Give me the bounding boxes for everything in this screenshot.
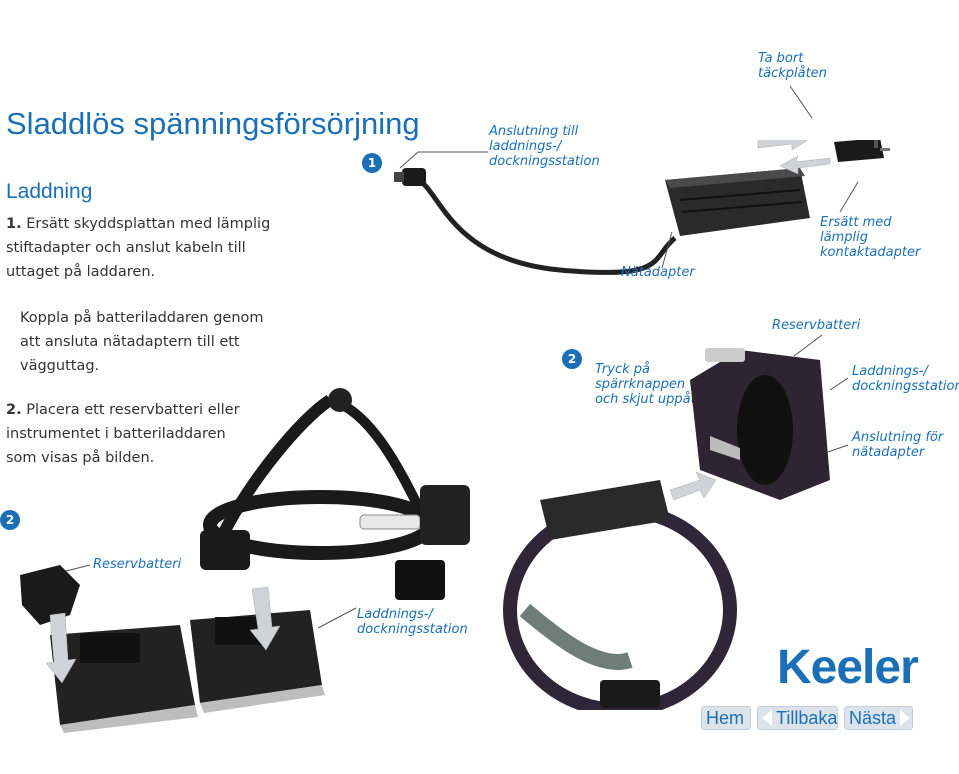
step-2: 2. Placera ett reservbatteri eller instr… — [6, 398, 246, 470]
caption-press-slide: Tryck på spärrknappen och skjut uppåt — [595, 362, 696, 407]
back-button[interactable]: Tillbaka — [757, 706, 838, 730]
figure-3-badge: 2 — [0, 510, 20, 530]
page-title: Sladdlös spänningsförsörjning — [6, 106, 420, 141]
step-1-extra: Koppla på batteriladdaren genom att ansl… — [20, 310, 264, 374]
back-button-label: Tillbaka — [776, 707, 838, 728]
caption-spare-battery-2: Reservbatteri — [93, 557, 182, 572]
next-button-label: Nästa — [849, 707, 897, 728]
figure-2-badge: 2 — [562, 349, 582, 369]
section-title: Laddning — [6, 180, 93, 203]
battery-station-illustration — [20, 565, 325, 733]
home-button[interactable]: Hem — [701, 706, 751, 730]
caption-remove-cover: Ta bort täckplåten — [758, 51, 827, 81]
caption-mains-connection: Anslutning för nätadapter — [852, 430, 944, 460]
caption-station: Laddnings-/ dockningsstation — [852, 364, 959, 394]
step-1-number: 1. — [6, 216, 22, 232]
headset-illustration — [200, 348, 830, 710]
caption-connection: Anslutning till laddnings-/ dockningssta… — [489, 124, 600, 169]
caption-spare-battery: Reservbatteri — [772, 318, 861, 333]
home-button-label: Hem — [706, 707, 745, 728]
step-2-number: 2. — [6, 402, 22, 418]
step-2-text: Placera ett reservbatteri eller instrume… — [6, 402, 240, 466]
charger-illustration — [394, 140, 890, 275]
caption-station-2: Laddnings-/ dockningsstation — [357, 607, 468, 637]
keeler-logo: Keeler — [777, 641, 919, 694]
back-arrow-icon — [762, 710, 772, 726]
step-1-text: Ersätt skyddsplattan med lämplig stiftad… — [6, 216, 271, 280]
step-1: 1. Ersätt skyddsplattan med lämplig stif… — [6, 212, 286, 284]
figure-1-badge: 1 — [362, 153, 382, 173]
caption-adapter: Nätadapter — [621, 265, 695, 280]
caption-replace-adapter: Ersätt med lämplig kontaktadapter — [820, 215, 921, 260]
next-button[interactable]: Nästa — [844, 706, 913, 730]
next-arrow-icon — [900, 710, 911, 726]
